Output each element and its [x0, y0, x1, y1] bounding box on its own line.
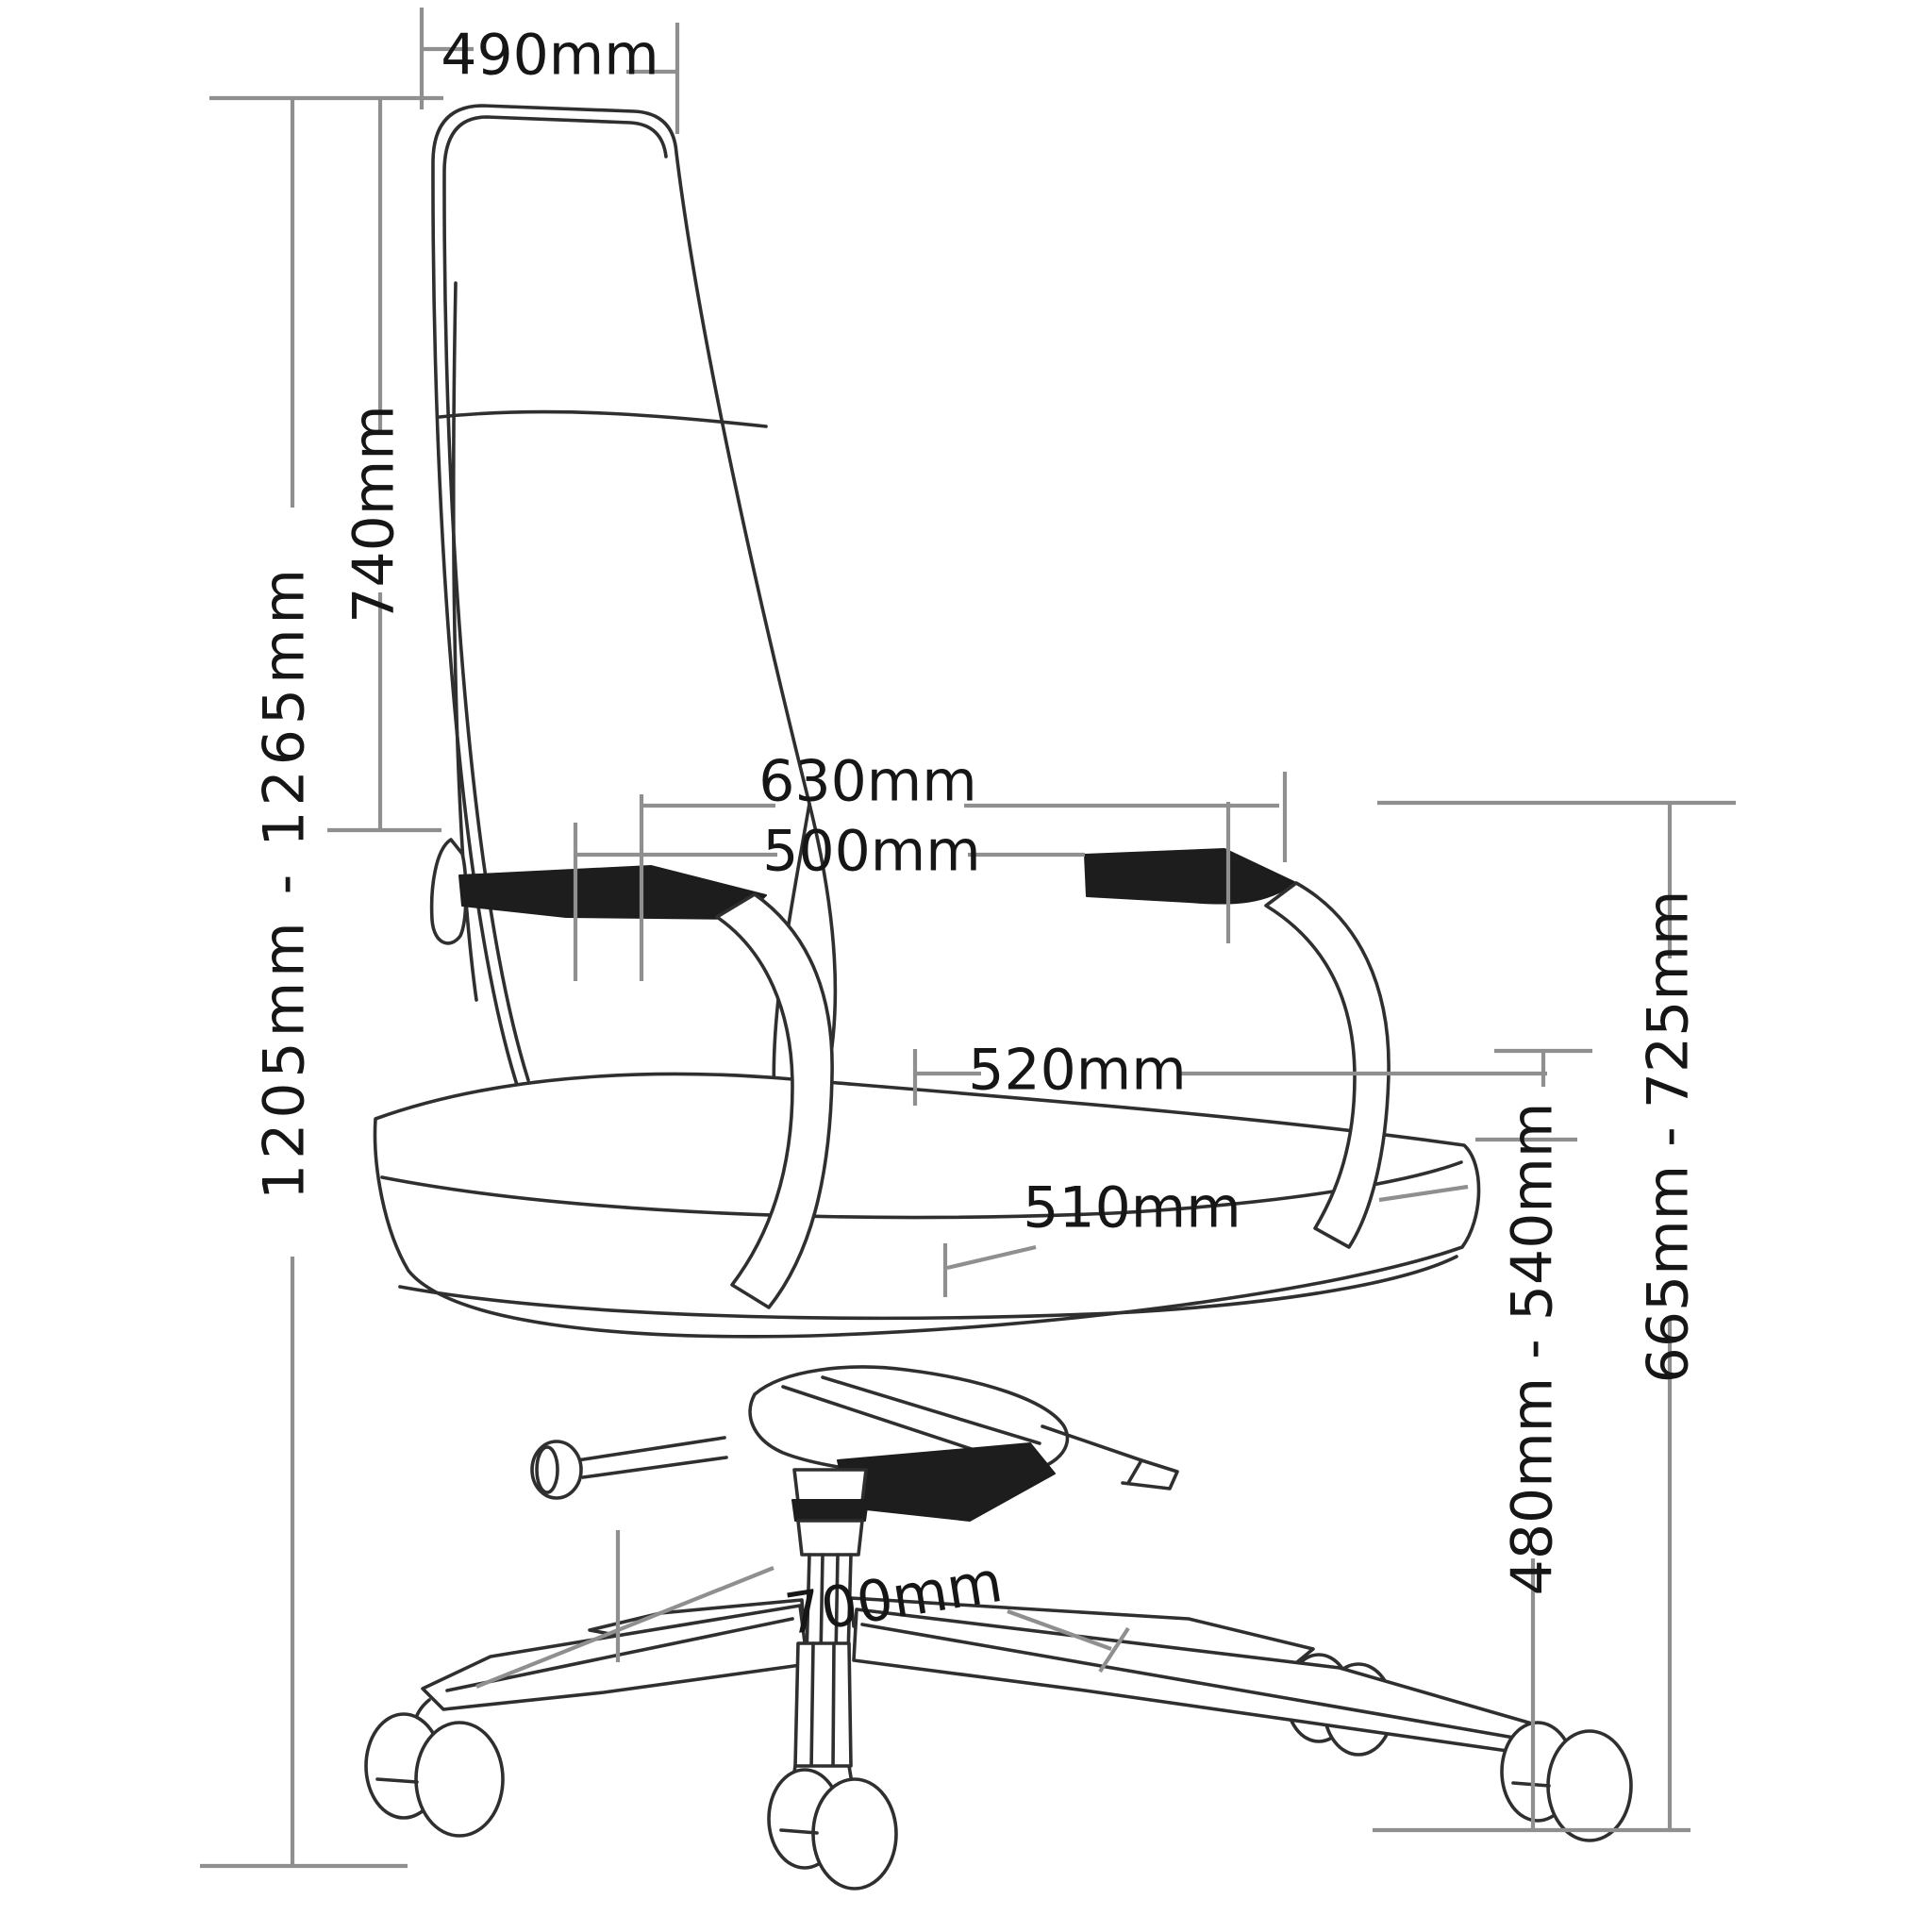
left-armrest	[458, 865, 834, 1309]
front-caster	[767, 1768, 898, 1890]
gas-lift	[791, 1468, 869, 1658]
base	[364, 1596, 1633, 1890]
headrest-seam	[438, 409, 768, 428]
label-seat-height: 480mm - 540mm	[1500, 1103, 1566, 1596]
seat	[373, 1072, 1481, 1339]
label-backrest-height: 740mm	[341, 405, 408, 623]
left-caster	[364, 1698, 505, 1838]
mechanism-detail-line-2	[821, 1375, 1041, 1445]
front-leg-inner-1	[809, 1641, 815, 1772]
label-armrest-span: 630mm	[758, 749, 976, 815]
adjustment-lever-arm-lower	[581, 1456, 728, 1479]
left-caster-front-wheel	[414, 1721, 505, 1838]
label-backrest-width: 500mm	[762, 819, 980, 885]
lever-knob-face	[535, 1445, 559, 1494]
gas-lift-column-inner-1	[819, 1553, 824, 1658]
right-armrest-pad	[1084, 848, 1297, 905]
gas-lift-column-inner-2	[834, 1553, 840, 1658]
label-backrest-top-width: 490mm	[441, 23, 658, 89]
dim-700-segment-2	[1007, 1609, 1112, 1651]
label-armrest-height: 665mm - 725mm	[1636, 891, 1702, 1384]
left-leg	[421, 1604, 809, 1711]
right-bracket	[1041, 1424, 1179, 1491]
left-caster-axle	[375, 1777, 419, 1784]
backrest-seam-line	[452, 281, 478, 1002]
right-armrest-support	[1264, 881, 1391, 1249]
dim-700-right-tick	[1098, 1626, 1130, 1674]
label-overall-height: 1205mm - 1265mm	[252, 564, 318, 1200]
adjustment-lever-arm	[575, 1436, 726, 1462]
dim-700-segment-1	[475, 1566, 774, 1689]
right-caster-front-wheel	[1546, 1729, 1633, 1842]
backrest-inner-edge	[442, 115, 668, 1082]
backrest-outline	[431, 104, 838, 1110]
right-armrest	[1084, 848, 1391, 1249]
seat-bottom-contour	[398, 1255, 1458, 1321]
gas-lift-black-ring	[791, 1499, 869, 1522]
label-seat-depth: 520mm	[968, 1038, 1186, 1104]
left-armrest-pad	[458, 865, 767, 920]
front-caster-axle	[779, 1828, 819, 1835]
dim-510-segment-2	[1378, 1184, 1469, 1203]
gas-lift-column-right	[846, 1553, 853, 1658]
label-seat-width: 510mm	[1023, 1175, 1241, 1241]
gas-lift-column-left	[805, 1553, 811, 1658]
right-bracket-fork	[1126, 1458, 1143, 1485]
tilt-mechanism	[530, 1365, 1179, 1522]
mechanism-detail-line-1	[781, 1385, 1002, 1460]
front-leg-inner-2	[831, 1641, 836, 1772]
left-armrest-support	[715, 892, 834, 1309]
seat-outline	[373, 1072, 1481, 1339]
front-leg	[793, 1641, 853, 1775]
gas-lift-collar	[796, 1519, 864, 1557]
dimension-labels: 490mm 1205mm - 1265mm 740mm 630mm 500mm …	[252, 23, 1702, 1649]
right-leg-ridge	[860, 1623, 1538, 1743]
dimension-lines	[200, 8, 1736, 1869]
gas-lift-top	[792, 1468, 868, 1504]
front-caster-front-wheel	[811, 1777, 898, 1890]
right-caster	[1500, 1721, 1633, 1842]
chair-drawing	[364, 104, 1633, 1890]
dim-510-segment-1	[946, 1244, 1037, 1271]
